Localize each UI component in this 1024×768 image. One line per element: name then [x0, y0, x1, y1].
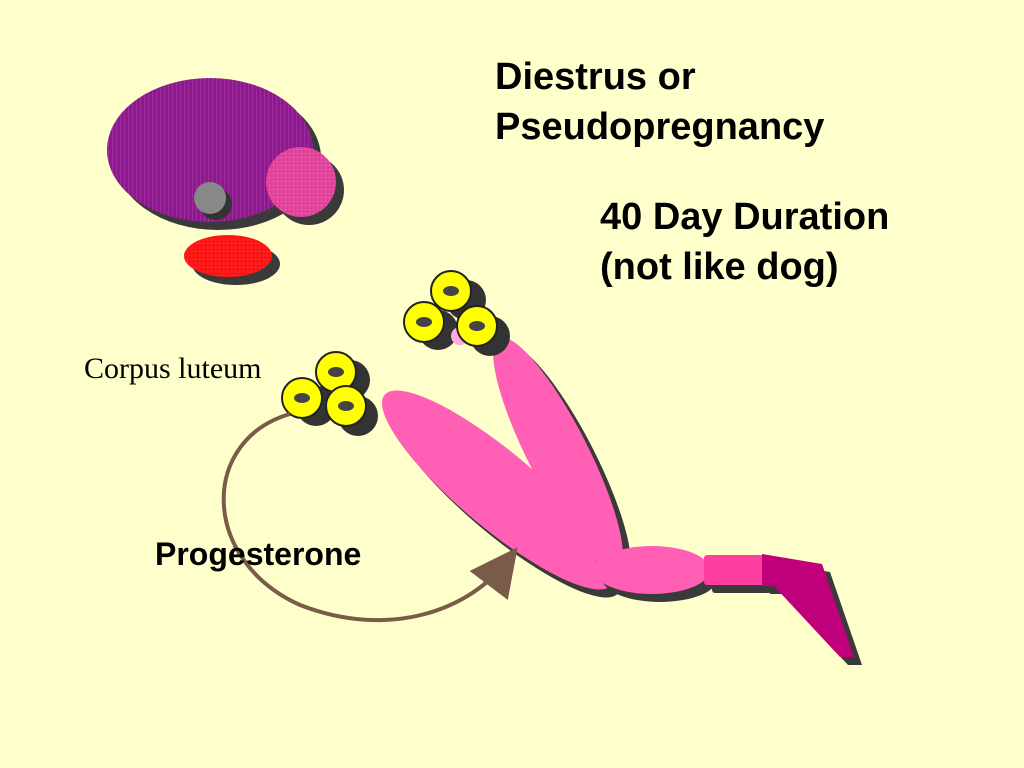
duration-note: 40 Day Duration (not like dog) [600, 192, 889, 292]
uterine-body [594, 546, 718, 602]
uterine-horn-right [493, 337, 631, 579]
title-line-1: Diestrus or [495, 56, 696, 98]
corpus-luteum-label: Corpus luteum [84, 352, 262, 385]
uterine-horn-left [382, 390, 621, 598]
title-line-2: Pseudopregnancy [495, 106, 825, 148]
progesterone-arrow [221, 412, 518, 623]
corpus-luteum-cluster-right [403, 270, 510, 356]
pituitary-shape [266, 147, 344, 225]
slide-title: Diestrus or Pseudopregnancy [495, 52, 824, 152]
red-gland-shape [184, 235, 280, 285]
vagina-shape [762, 554, 862, 665]
progesterone-label: Progesterone [155, 536, 362, 572]
duration-line-2: (not like dog) [600, 246, 839, 288]
cervix-shape [704, 555, 772, 593]
duration-line-1: 40 Day Duration [600, 196, 890, 238]
pituitary-stalk-dot [194, 182, 232, 220]
corpus-luteum-cluster-left [281, 351, 378, 436]
